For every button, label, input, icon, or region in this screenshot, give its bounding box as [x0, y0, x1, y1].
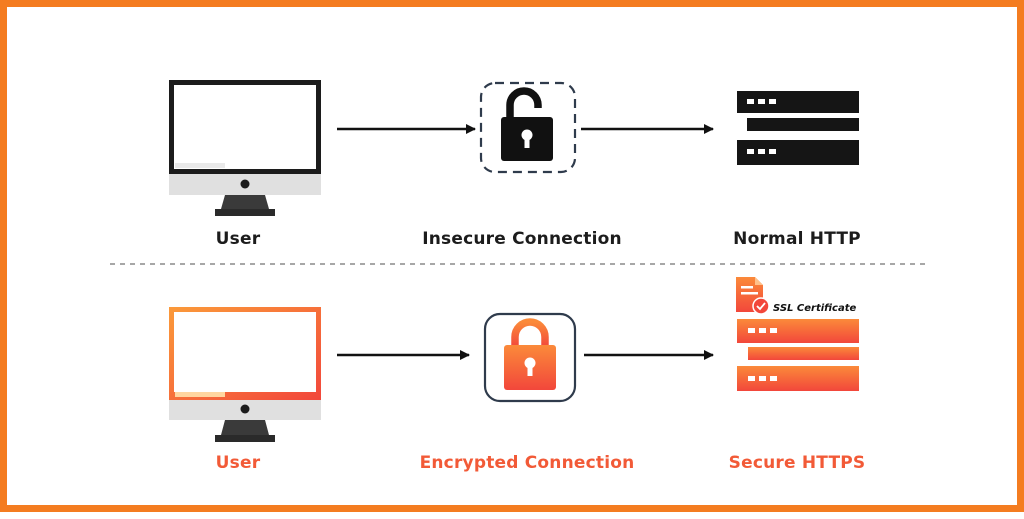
normal-http-label: Normal HTTP — [733, 229, 861, 249]
user-label: User — [215, 229, 261, 249]
http-vs-https-diagram: SSL Certificate — [110, 80, 925, 442]
secure-https-label: Secure HTTPS — [728, 453, 866, 473]
certificate-label: SSL Certificate — [773, 303, 856, 314]
user-label: User — [215, 453, 261, 473]
certificate-icon: SSL Certificate — [736, 277, 856, 315]
server-icon — [737, 91, 859, 165]
open-padlock-icon — [479, 81, 577, 174]
insecure-connection-label: Insecure Connection — [422, 229, 622, 249]
server-icon — [737, 319, 859, 391]
encrypted-connection-label: Encrypted Connection — [419, 453, 635, 473]
closed-padlock-icon — [483, 312, 577, 403]
monitor-icon — [169, 80, 321, 216]
monitor-icon — [169, 307, 321, 442]
